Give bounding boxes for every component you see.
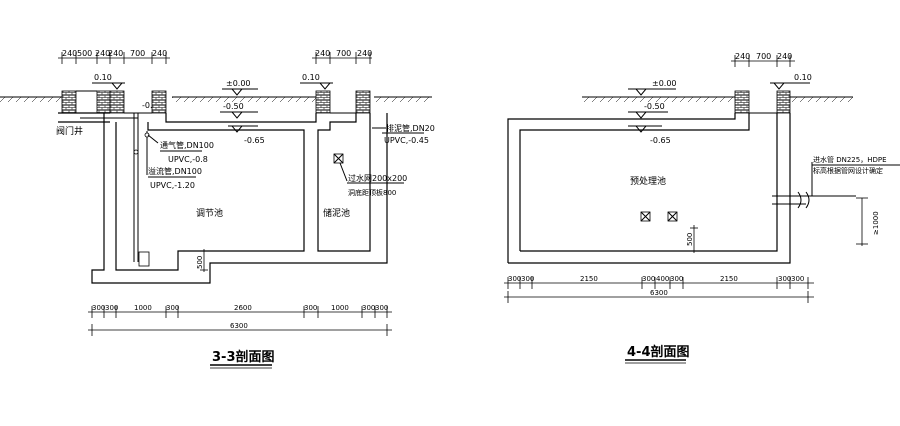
svg-text:≥1000: ≥1000 (872, 211, 880, 235)
svg-text:240: 240 (777, 52, 792, 61)
dim-240c: 240 (108, 49, 123, 58)
svg-text:300: 300 (642, 275, 655, 283)
svg-text:0.10: 0.10 (302, 73, 320, 82)
svg-text:240: 240 (735, 52, 750, 61)
svg-text:-0.50: -0.50 (644, 102, 665, 111)
section-3-title: 3-3剖面图 (212, 349, 275, 365)
section-4-4: 240 700 240 0.10 ±0.00 -0.50 -0.65 (504, 52, 900, 364)
pretreatment-tank-label: 预处理池 (630, 175, 666, 187)
dim-right-240b: 240 (357, 49, 372, 58)
valve-well-label: 阀门井 (56, 125, 83, 137)
dim-240a: 240 (62, 49, 77, 58)
svg-text:1000: 1000 (134, 304, 152, 312)
pump-icon (138, 251, 150, 267)
svg-text:±0.00: ±0.00 (652, 79, 677, 88)
top-dimension-line: 240 500 240 240 700 240 240 700 240 (58, 49, 372, 64)
pipe-labels: 通气管,DN100 UPVC,-0.8 溢流管,DN100 UPVC,-1.20… (148, 123, 435, 197)
svg-text:300: 300 (166, 304, 179, 312)
svg-text:300: 300 (778, 275, 791, 283)
dim-240d: 240 (152, 49, 167, 58)
svg-text:1000: 1000 (331, 304, 349, 312)
dim-240b: 240 (95, 49, 110, 58)
svg-text:700: 700 (756, 52, 771, 61)
vent-pipe-spec: UPVC,-0.8 (168, 155, 208, 164)
dim-1000-vertical: ≥1000 (856, 197, 880, 246)
sludge-pipe-spec: UPVC,-0.45 (384, 136, 429, 145)
inlet-pipe-spec: 标高根据管网设计确定 (813, 166, 883, 175)
bottom-dimension-line: 300 300 1000 300 2600 300 1000 300 300 6… (88, 304, 392, 336)
brick-walls-right (734, 90, 791, 114)
svg-text:500: 500 (686, 233, 694, 246)
vent-pipe-label: 通气管,DN100 (160, 140, 214, 150)
svg-text:300: 300 (521, 275, 534, 283)
svg-text:2600: 2600 (234, 304, 252, 312)
regulating-tank-outline (91, 112, 388, 284)
svg-text:6300: 6300 (650, 289, 668, 297)
dim-500: 500 (77, 49, 92, 58)
sludge-tank-label: 储泥池 (323, 207, 350, 219)
elevation-markers: 0.10 ±0.00 0.10 -0.50 -0.65 -0.45 (92, 73, 333, 145)
svg-text:-0.50: -0.50 (223, 102, 244, 111)
overflow-pipe-spec: UPVC,-1.20 (150, 181, 195, 190)
svg-text:300: 300 (508, 275, 521, 283)
section-4-title: 4-4剖面图 (627, 344, 690, 360)
svg-text:2150: 2150 (720, 275, 738, 283)
dim-right-240a: 240 (315, 49, 330, 58)
svg-text:500: 500 (196, 256, 204, 269)
inlet-pipe-label: 进水管 DN225，HDPE (813, 155, 887, 164)
dim-700: 700 (130, 49, 145, 58)
ground-line (0, 96, 432, 102)
filter-net-label: 过水网200x200 (348, 173, 407, 183)
svg-text:0.10: 0.10 (94, 73, 112, 82)
internal-pipes (80, 113, 159, 267)
svg-text:300: 300 (304, 304, 317, 312)
sludge-pipe-label: 排泥管,DN20 (386, 123, 435, 133)
dim-500-vertical: 500 (196, 249, 208, 272)
brick-walls (61, 90, 371, 114)
ground-line-right (582, 96, 853, 102)
inlet-pipe: 进水管 DN225，HDPE 标高根据管网设计确定 (772, 155, 900, 209)
svg-text:0.10: 0.10 (794, 73, 812, 82)
bottom-dimension-line-right: 300 300 2150 300 400 300 2150 300 300 63… (504, 275, 814, 303)
svg-text:300: 300 (670, 275, 683, 283)
outlet-squares (640, 211, 678, 222)
pretreatment-tank-outline (507, 112, 791, 264)
top-dimension-line-right: 240 700 240 (731, 52, 795, 67)
overflow-pipe-label: 溢流管,DN100 (148, 166, 202, 176)
svg-text:6300: 6300 (230, 322, 248, 330)
dim-500-vertical-right: 500 (686, 225, 698, 253)
svg-text:-0.65: -0.65 (650, 136, 671, 145)
svg-text:300: 300 (105, 304, 118, 312)
elevation-markers-right: 0.10 ±0.00 -0.50 -0.65 (628, 73, 812, 145)
svg-text:-0.65: -0.65 (244, 136, 265, 145)
svg-text:300: 300 (92, 304, 105, 312)
svg-text:300: 300 (375, 304, 388, 312)
section-3-3: 240 500 240 240 700 240 240 700 240 0.10… (0, 49, 435, 369)
svg-text:300: 300 (791, 275, 804, 283)
svg-text:2150: 2150 (580, 275, 598, 283)
regulating-tank-label: 调节池 (196, 207, 223, 219)
dim-right-700: 700 (336, 49, 351, 58)
filter-net-spec: 洞底距顶板800 (348, 188, 396, 197)
svg-text:300: 300 (362, 304, 375, 312)
svg-text:±0.00: ±0.00 (226, 79, 251, 88)
valve-well: 阀门井 (56, 90, 110, 137)
svg-text:400: 400 (656, 275, 669, 283)
